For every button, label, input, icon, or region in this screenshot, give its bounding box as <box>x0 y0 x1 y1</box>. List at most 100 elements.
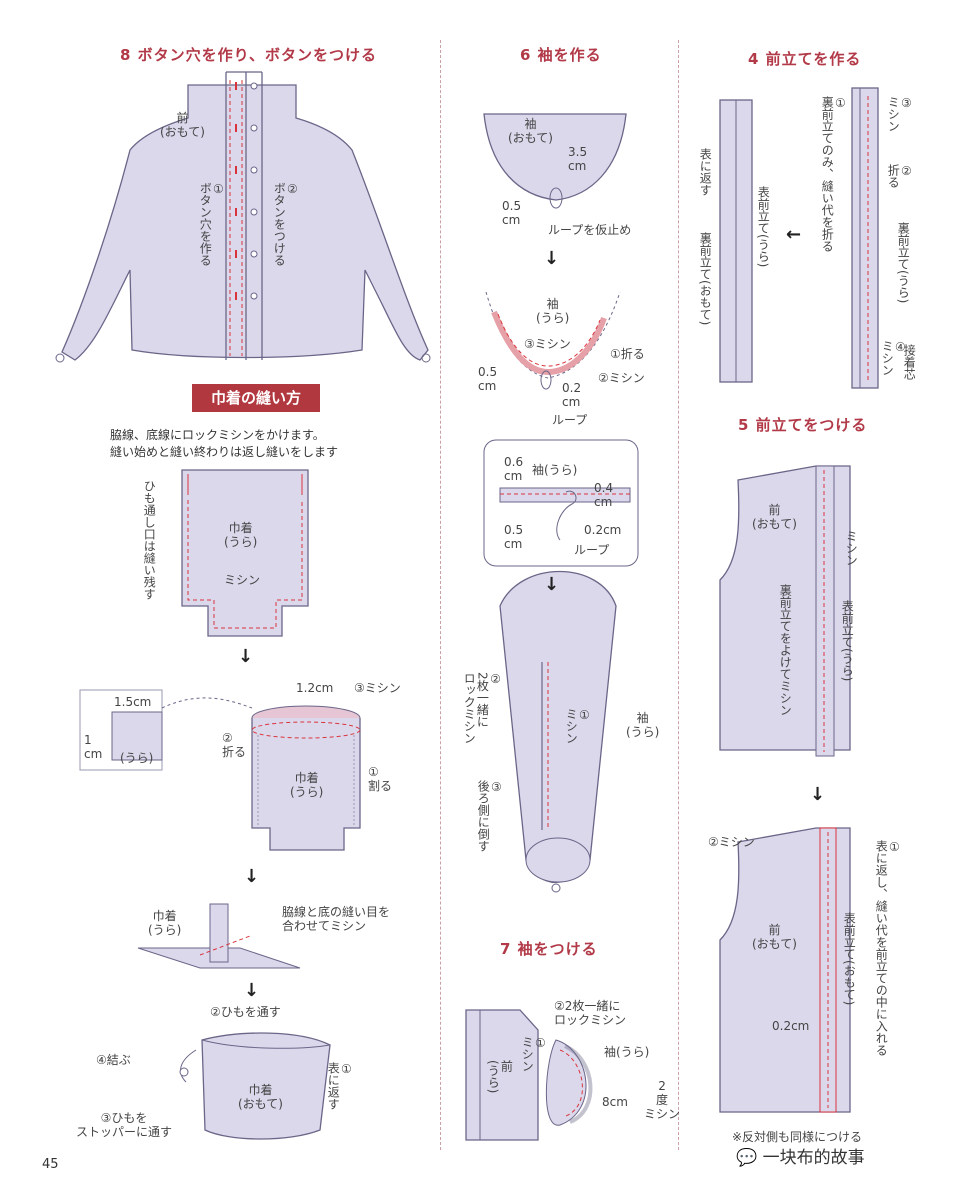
attach-sleeve-illustration <box>465 1009 593 1141</box>
step4-sew3: ③ ミシン <box>886 96 914 132</box>
down-arrow-icon: ↓ <box>544 574 560 595</box>
down-arrow-icon: ↓ <box>238 646 254 667</box>
step7-lock2: ②2枚一緒に ロックミシン <box>554 999 627 1027</box>
purse-tube-label: 巾着 (うら) <box>290 771 324 799</box>
down-arrow-icon: ↓ <box>544 248 560 269</box>
purse-d1-1: 1 cm <box>84 733 103 761</box>
purse-seam-illustration <box>137 903 301 969</box>
page-number: 45 <box>42 1157 59 1172</box>
step7-d8: 8cm <box>602 1095 628 1109</box>
step5-front-placket-ura: 表前立て(うら) <box>840 600 855 682</box>
purse-d4-stopper3: ③ひもを ストッパーに通す <box>76 1111 173 1139</box>
reverse-side-note: ※反対側も同様につける <box>732 1130 863 1144</box>
step8-button-label: ② ボタンをつける <box>272 182 300 266</box>
column-divider-left <box>440 40 441 1150</box>
step7-twice2: 2 度 ミシン <box>644 1079 681 1121</box>
step6-d02: 0.2 cm <box>562 381 582 409</box>
step6-fold1: ①折る <box>610 347 645 361</box>
step6-zoom-loop: ループ <box>574 543 610 557</box>
step4-flip: 表に返す <box>698 148 713 196</box>
step6-title: 6 袖を作る <box>520 46 602 64</box>
step5-sew2: ②ミシン <box>708 835 755 849</box>
step6-sew2: ②ミシン <box>598 371 645 385</box>
step5-d02: 0.2cm <box>772 1019 810 1033</box>
step5-sewing: ミシン <box>844 530 859 566</box>
purse-d4-flip1: ① 表に返す <box>326 1062 354 1110</box>
step6-d05: 0.5 cm <box>502 199 522 227</box>
front-illustrations <box>719 465 851 1113</box>
purse-desc-line1: 脇線、底線にロックミシンをかけます。 <box>110 428 325 442</box>
step6-sleeve-front: 袖 (おもて) <box>508 117 553 145</box>
purse-d4-string2: ②ひもを通す <box>210 1005 281 1019</box>
step6-sleeve-ura: 袖 (うら) <box>626 711 660 739</box>
step5-sew-aside: 裏前立てをよけてミシン <box>778 584 793 716</box>
purse-d1-12: 1.2cm <box>296 681 334 695</box>
step7-title: 7 袖をつける <box>500 940 598 958</box>
down-arrow-icon: ↓ <box>810 784 826 805</box>
step4-step1: ① 裏前立てのみ、縫い代を折る <box>820 96 848 252</box>
left-arrow-icon: ← <box>786 224 802 245</box>
step5-front: 前 (おもて) <box>752 503 797 531</box>
step6-sew3: ③ミシン <box>524 337 571 351</box>
step8-buttonhole-label: ① ボタン穴を作る <box>198 182 226 266</box>
down-arrow-icon: ↓ <box>244 980 260 1001</box>
step6-sleeve-back: 袖 (うら) <box>536 297 570 325</box>
step6-sew1: ① ミシン <box>564 708 592 744</box>
step7-front-ura: 前 (うら) <box>486 1060 514 1094</box>
step6-d05b: 0.5 cm <box>478 365 498 393</box>
step5-front-placket-omote: 表前立て(おもて) <box>842 912 857 1006</box>
purse-d1-ura: (うら) <box>120 751 154 765</box>
chat-icon: 💬 <box>736 1148 758 1168</box>
purse-finished-illustration <box>179 1032 331 1140</box>
step4-front-placket-ura: 表前立て(うら) <box>756 186 771 268</box>
step7-sew1: ① ミシン <box>520 1036 548 1072</box>
purse-d1-split1: ① 割る <box>368 765 393 793</box>
step8-front-label: 前 (おもて) <box>160 111 205 139</box>
column-divider-right <box>678 40 679 1150</box>
step6-lock2: ② 2枚一緒に ロックミシン <box>462 672 503 744</box>
step4-fold2: ② 折る <box>886 164 914 188</box>
watermark: 💬 一块布的故事 <box>736 1143 865 1168</box>
sleeve-illustrations <box>483 113 639 893</box>
purse-d3-label: 巾着 (うら) <box>148 909 182 937</box>
step4-back-placket-omote: 裏前立て(おもて) <box>698 232 713 326</box>
purse-d1-sew3: ③ミシン <box>354 681 401 695</box>
purse-d1-15: 1.5cm <box>114 695 152 709</box>
step6-zoom-05: 0.5 cm <box>504 523 524 551</box>
purse-back-label: 巾着 (うら) <box>224 521 258 549</box>
watermark-text: 一块布的故事 <box>762 1148 865 1168</box>
step5-title: 5 前立てをつける <box>738 416 868 434</box>
step8-title: 8 ボタン穴を作り、ボタンをつける <box>120 46 378 64</box>
step4-interfacing4: ④ ミシン <box>880 340 908 376</box>
purse-d4-front: 巾着 (おもて) <box>238 1083 283 1111</box>
purse-description: 脇線、底線にロックミシンをかけます。 縫い始めと縫い終わりは返し縫いをします <box>110 427 338 462</box>
step7-sleeve-ura: 袖(うら) <box>604 1045 650 1059</box>
step4-interfacing-label: 接着芯 <box>902 344 917 380</box>
step4-back-placket-ura: 裏前立て(うら) <box>896 222 911 304</box>
purse-d4-tie4: ④結ぶ <box>96 1053 131 1067</box>
purse-desc-line2: 縫い始めと縫い終わりは返し縫いをします <box>110 445 339 460</box>
purse-flat-illustration <box>181 469 309 637</box>
step4-title: 4 前立てを作る <box>748 50 862 68</box>
purse-banner: 巾着の縫い方 <box>192 384 320 412</box>
purse-hole-note: ひも通し口は縫い残す <box>142 480 157 600</box>
jacket-illustration <box>55 71 431 363</box>
purse-tube-illustration <box>79 689 361 851</box>
purse-d1-fold2: ② 折る <box>222 731 247 759</box>
placket-illustrations <box>719 87 879 389</box>
step6-zoom-06: 0.6 cm <box>504 455 524 483</box>
step5-front2: 前 (おもて) <box>752 923 797 951</box>
purse-sewing-label: ミシン <box>224 573 261 587</box>
step6-d35: 3.5 cm <box>568 145 588 173</box>
step6-back3: ③ 後ろ側に倒す <box>476 780 504 852</box>
step6-loop-tack: ループを仮止め <box>548 223 632 237</box>
step6-zoom-02: 0.2cm <box>584 523 622 537</box>
step5-flip1: ① 表に返し、縫い代を前立ての中に入れる <box>874 840 902 1056</box>
step6-zoom-sleeve: 袖(うら) <box>532 463 578 477</box>
step6-loop: ループ <box>552 413 588 427</box>
purse-d3-note: 脇線と底の縫い目を 合わせてミシン <box>282 905 391 933</box>
step6-zoom-04: 0.4 cm <box>594 481 614 509</box>
down-arrow-icon: ↓ <box>244 866 260 887</box>
